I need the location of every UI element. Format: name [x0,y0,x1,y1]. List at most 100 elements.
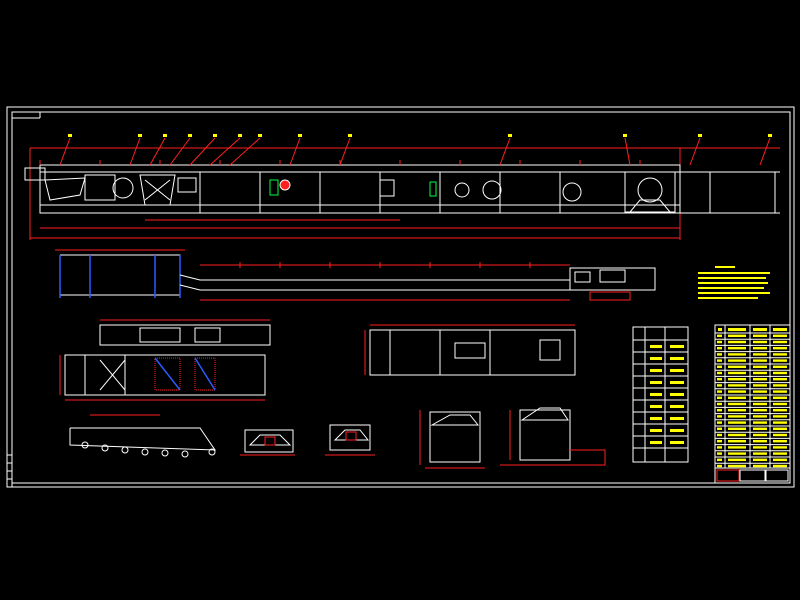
bom-cell-text [728,415,746,418]
bom-cell-text [753,440,767,443]
bom-cell-text [728,378,746,381]
bom-cell-text [728,427,746,430]
bom-cell-text [728,402,746,406]
bom-cell-text [753,340,767,344]
bom-cell-text [773,384,787,387]
bom-cell-text [773,347,787,350]
plan-view [59,319,271,401]
bom-cell-text [753,334,767,337]
bom-cell-text [728,334,746,337]
bom-cell-text [717,340,722,344]
section-view-b [325,424,375,456]
bom-cell-text [728,353,746,356]
bom-cell-text [773,371,787,375]
bom-cell-text [773,421,787,424]
secondary-elevation-view [55,249,656,301]
bom-cell-text [728,340,746,344]
bom-cell-text [753,396,767,399]
bom-cell-text [717,396,722,399]
bom-cell-text [717,452,722,455]
bom-cell-text [753,365,767,368]
parameter-table [632,326,689,463]
bom-cell-text [717,365,722,368]
bom-cell-text [773,334,787,337]
bom-cell-text [773,452,787,455]
bom-cell-text [753,359,767,362]
technical-notes-block [692,266,774,305]
bom-cell-text [753,390,767,393]
bom-cell-text [753,353,767,356]
bom-cell-text [717,421,722,424]
bom-cell-text [728,365,746,368]
bom-cell-text [717,334,722,337]
bom-cell-text [773,440,787,443]
bom-cell-text [773,433,787,437]
bom-cell-text [717,390,722,393]
bom-cell-text [728,421,746,424]
bom-cell-text [773,396,787,399]
bom-cell-text [728,452,746,455]
bom-cell-text [717,347,722,350]
bom-cell-text [717,464,722,468]
section-view-a [240,429,295,456]
bom-cell-text [717,458,722,461]
main-elevation-view [24,134,780,240]
bom-cell-text [753,427,767,430]
bom-cell-text [753,458,767,461]
bom-cell-text [728,384,746,387]
bom-cell-text [753,446,767,449]
bom-cell-text [717,402,722,406]
bom-cell-text [773,458,787,461]
bom-cell-text [753,415,767,418]
bom-cell-text [773,464,787,468]
side-detail-view [69,414,216,458]
bom-cell-text [728,458,746,461]
cross-section-view-1 [419,410,485,469]
bom-cell-text [728,440,746,443]
bom-cell-text [717,353,722,356]
bom-cell-text [753,371,767,375]
cross-section-view-2 [500,407,606,466]
bom-cell-text [753,452,767,455]
bom-cell-text [773,378,787,381]
bom-cell-text [773,353,787,356]
bom-cell-text [753,347,767,350]
middle-plan-view [364,324,576,376]
bom-cell-text [753,464,767,468]
bom-cell-text [728,396,746,399]
bom-cell-text [753,433,767,437]
bom-cell-text [717,409,722,412]
bom-cell-text [773,409,787,412]
bom-cell-text [773,427,787,430]
bom-cell-text [717,371,722,375]
bom-cell-text [717,359,722,362]
bom-cell-text [753,421,767,424]
bom-cell-text [728,371,746,375]
bom-cell-text [728,464,746,468]
bom-cell-text [773,446,787,449]
bom-cell-text [717,427,722,430]
bom-cell-text [717,378,722,381]
bom-cell-text [728,409,746,412]
bill-of-materials-table [714,324,791,484]
bom-cell-text [753,384,767,387]
bom-cell-text [717,384,722,387]
bom-cell-text [753,409,767,412]
bom-cell-text [773,365,787,368]
bom-cell-text [717,446,722,449]
bom-cell-text [773,340,787,344]
sheet-border [6,106,795,488]
bom-cell-text [773,390,787,393]
bom-cell-text [728,433,746,437]
bom-cell-text [728,390,746,393]
bom-cell-text [773,402,787,406]
bom-cell-text [728,347,746,350]
bom-cell-text [753,378,767,381]
bom-cell-text [728,446,746,449]
bom-cell-text [728,359,746,362]
bom-cell-text [753,402,767,406]
bom-cell-text [773,415,787,418]
bom-cell-text [773,359,787,362]
